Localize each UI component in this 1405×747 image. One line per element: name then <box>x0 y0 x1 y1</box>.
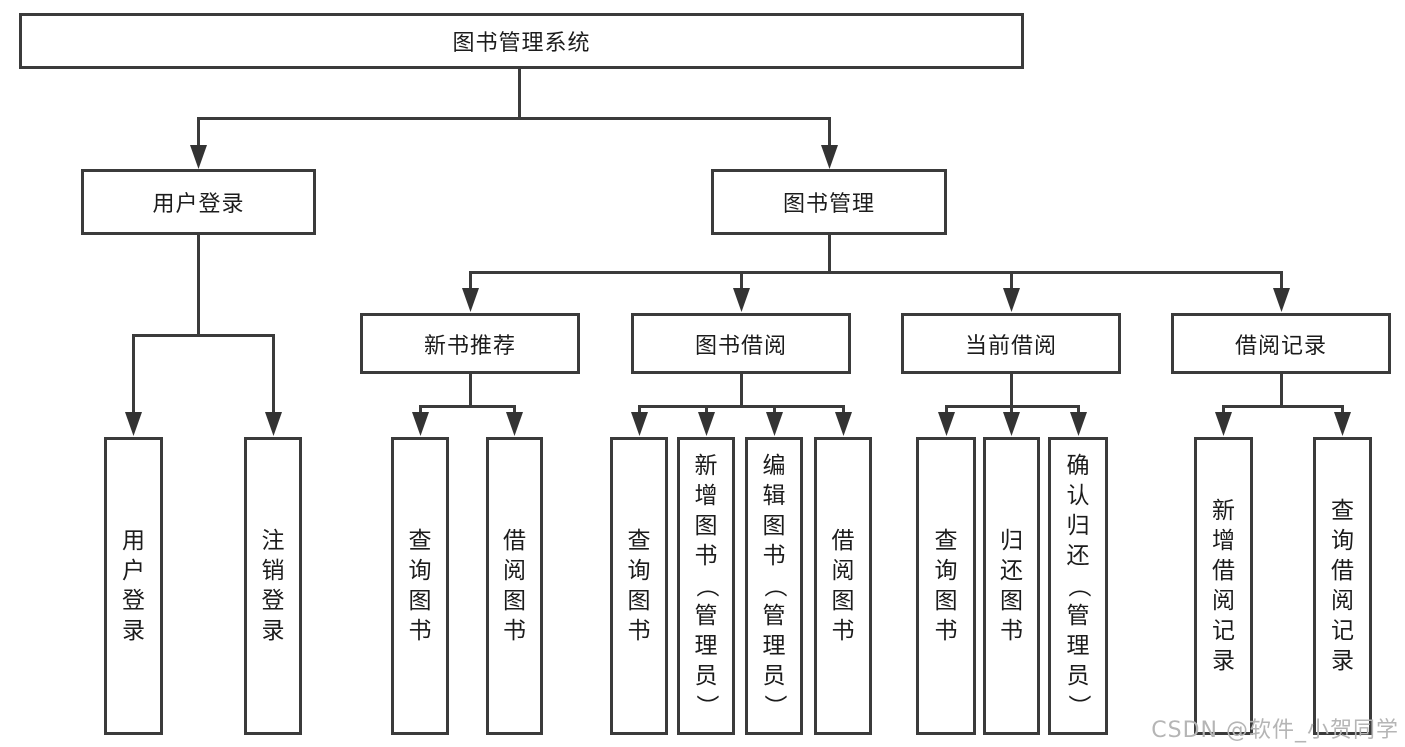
node-current-borrow-label: 当前借阅 <box>964 333 1057 359</box>
node-root: 图书管理系统 <box>19 13 1024 69</box>
arrowhead-down-icon <box>412 412 429 436</box>
leaf-bb-edit-books-admin: 编辑图书（管理员） <box>745 437 803 735</box>
connector-line <box>197 69 831 146</box>
leaf-bb-borrow-books-label: 借阅图书 <box>831 528 855 644</box>
node-user-login-label: 用户登录 <box>152 192 245 217</box>
arrowhead-down-icon <box>125 412 142 436</box>
connector-user-login <box>132 235 275 413</box>
arrowhead-down-icon <box>938 412 955 436</box>
leaf-user-login-label: 用户登录 <box>122 528 145 644</box>
arrowhead-down-icon <box>733 288 750 312</box>
node-book-borrow: 图书借阅 <box>631 313 851 374</box>
connector-line <box>132 235 275 413</box>
leaf-user-login: 用户登录 <box>104 437 163 735</box>
node-new-book-rec: 新书推荐 <box>360 313 580 374</box>
connector-line <box>469 235 1283 290</box>
arrowhead-down-icon <box>835 412 852 436</box>
leaf-bb-borrow-books: 借阅图书 <box>814 437 872 735</box>
leaf-bb-add-books-admin-label: 新增图书（管理员） <box>693 453 719 718</box>
connector-book-borrow <box>638 374 845 414</box>
arrowhead-down-icon <box>190 145 207 169</box>
connector-line <box>945 374 1080 414</box>
arrowhead-down-icon <box>265 412 282 436</box>
arrowhead-down-icon <box>698 412 715 436</box>
leaf-br-query-record: 查询借阅记录 <box>1313 437 1372 735</box>
arrowhead-down-icon <box>631 412 648 436</box>
leaf-nbr-query-books: 查询图书 <box>391 437 449 735</box>
leaf-cb-confirm-return-admin-label: 确认归还（管理员） <box>1065 453 1091 718</box>
leaf-bb-add-books-admin: 新增图书（管理员） <box>677 437 735 735</box>
leaf-nbr-query-books-label: 查询图书 <box>408 528 432 644</box>
leaf-br-query-record-label: 查询借阅记录 <box>1331 498 1354 674</box>
connector-current-borrow <box>945 374 1080 414</box>
node-user-login: 用户登录 <box>81 169 316 235</box>
connector-borrow-records <box>1222 374 1344 414</box>
connector-book-mgmt <box>469 235 1283 290</box>
connector-line <box>638 374 845 414</box>
leaf-bb-query-books: 查询图书 <box>610 437 668 735</box>
arrowhead-down-icon <box>1070 412 1087 436</box>
node-borrow-records: 借阅记录 <box>1171 313 1391 374</box>
leaf-cb-return-books: 归还图书 <box>983 437 1040 735</box>
leaf-br-add-record-label: 新增借阅记录 <box>1212 498 1235 674</box>
arrowhead-down-icon <box>506 412 523 436</box>
leaf-cb-confirm-return-admin: 确认归还（管理员） <box>1048 437 1108 735</box>
watermark-text: CSDN @软件_小贺同学 <box>1151 718 1399 743</box>
leaf-logout-label: 注销登录 <box>261 528 285 644</box>
node-borrow-records-label: 借阅记录 <box>1234 333 1327 359</box>
arrowhead-down-icon <box>1273 288 1290 312</box>
arrowhead-down-icon <box>1215 412 1232 436</box>
node-root-label: 图书管理系统 <box>452 31 591 56</box>
node-current-borrow: 当前借阅 <box>901 313 1121 374</box>
arrowhead-down-icon <box>766 412 783 436</box>
arrowhead-down-icon <box>1003 288 1020 312</box>
leaf-cb-return-books-label: 归还图书 <box>1000 528 1023 644</box>
arrowhead-down-icon <box>821 145 838 169</box>
leaf-nbr-borrow-books-label: 借阅图书 <box>503 528 526 644</box>
connector-line <box>1222 374 1344 414</box>
leaf-bb-query-books-label: 查询图书 <box>627 528 651 644</box>
node-new-book-rec-label: 新书推荐 <box>423 333 516 359</box>
leaf-cb-query-books: 查询图书 <box>916 437 976 735</box>
node-book-borrow-label: 图书借阅 <box>694 333 787 359</box>
arrowhead-down-icon <box>1003 412 1020 436</box>
leaf-nbr-borrow-books: 借阅图书 <box>486 437 543 735</box>
connector-new-book-rec <box>419 374 516 414</box>
leaf-logout: 注销登录 <box>244 437 302 735</box>
node-book-mgmt-label: 图书管理 <box>782 192 875 217</box>
arrowhead-down-icon <box>1334 412 1351 436</box>
connector-root <box>197 69 831 146</box>
leaf-br-add-record: 新增借阅记录 <box>1194 437 1253 735</box>
node-book-mgmt: 图书管理 <box>711 169 947 235</box>
leaf-cb-query-books-label: 查询图书 <box>934 528 958 644</box>
connector-line <box>419 374 516 414</box>
leaf-bb-edit-books-admin-label: 编辑图书（管理员） <box>761 453 787 718</box>
arrowhead-down-icon <box>462 288 479 312</box>
